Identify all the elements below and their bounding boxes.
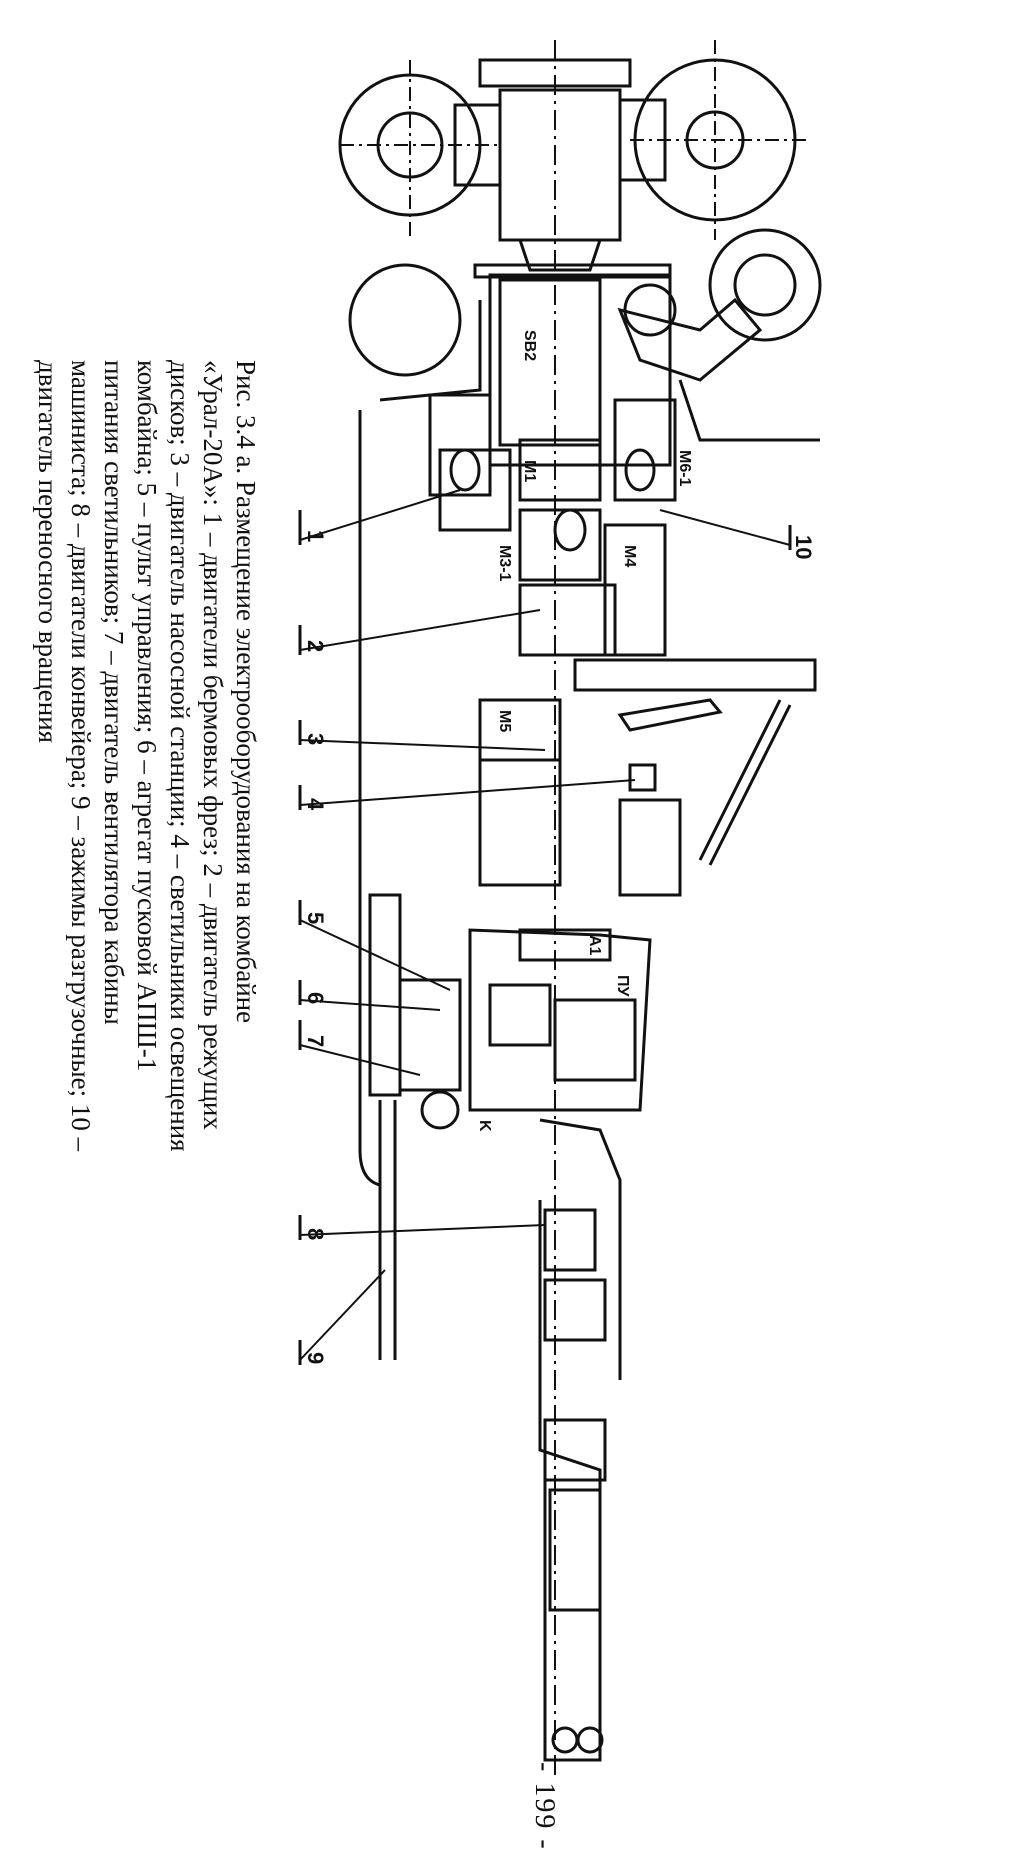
caption-line: дисков; 3 – двигатель насосной станции; … — [165, 360, 195, 1152]
callout-10: 10 — [791, 535, 816, 559]
tag-m1: M1 — [521, 460, 538, 482]
callout-2: 2 — [303, 640, 328, 652]
tag-pu: ПУ — [614, 975, 631, 998]
callout-6: 6 — [303, 992, 328, 1004]
tag-m3: M3-1 — [496, 545, 513, 582]
callout-1: 1 — [303, 530, 328, 542]
caption-line: двигатель переносного вращения — [33, 360, 63, 744]
caption-line: питания светильников; 7 – двигатель вент… — [99, 360, 129, 1025]
wheel-small-right — [708, 228, 822, 342]
wheel-small-left — [348, 263, 462, 377]
caption-line: «Урал-20А»: 1 – двигатели бермовых фрез;… — [198, 360, 228, 1130]
callout-7: 7 — [303, 1035, 328, 1047]
callout-3: 3 — [303, 733, 328, 745]
caption-line: Рис. 3.4 а. Размещение электрооборудован… — [231, 360, 261, 1024]
callout-9: 9 — [303, 1352, 328, 1364]
caption-line: машиниста; 8 – двигатели конвейера; 9 – … — [66, 360, 96, 1152]
tag-k: K — [476, 1120, 493, 1132]
tag-sb2: SB2 — [521, 330, 538, 361]
callout-5: 5 — [303, 912, 328, 924]
figure-caption: Рис. 3.4 а. Размещение электрооборудован… — [31, 360, 262, 1200]
tag-m4: M4 — [621, 545, 638, 567]
callout-8: 8 — [303, 1228, 328, 1240]
tag-m5: M5 — [496, 710, 513, 732]
tag-m6: M6-1 — [676, 450, 693, 487]
caption-line: комбайна; 5 – пульт управления; 6 – агре… — [132, 360, 162, 1072]
callout-4: 4 — [303, 798, 328, 811]
page-number: - 199 - — [529, 1762, 560, 1851]
tag-a1: A1 — [586, 935, 603, 956]
